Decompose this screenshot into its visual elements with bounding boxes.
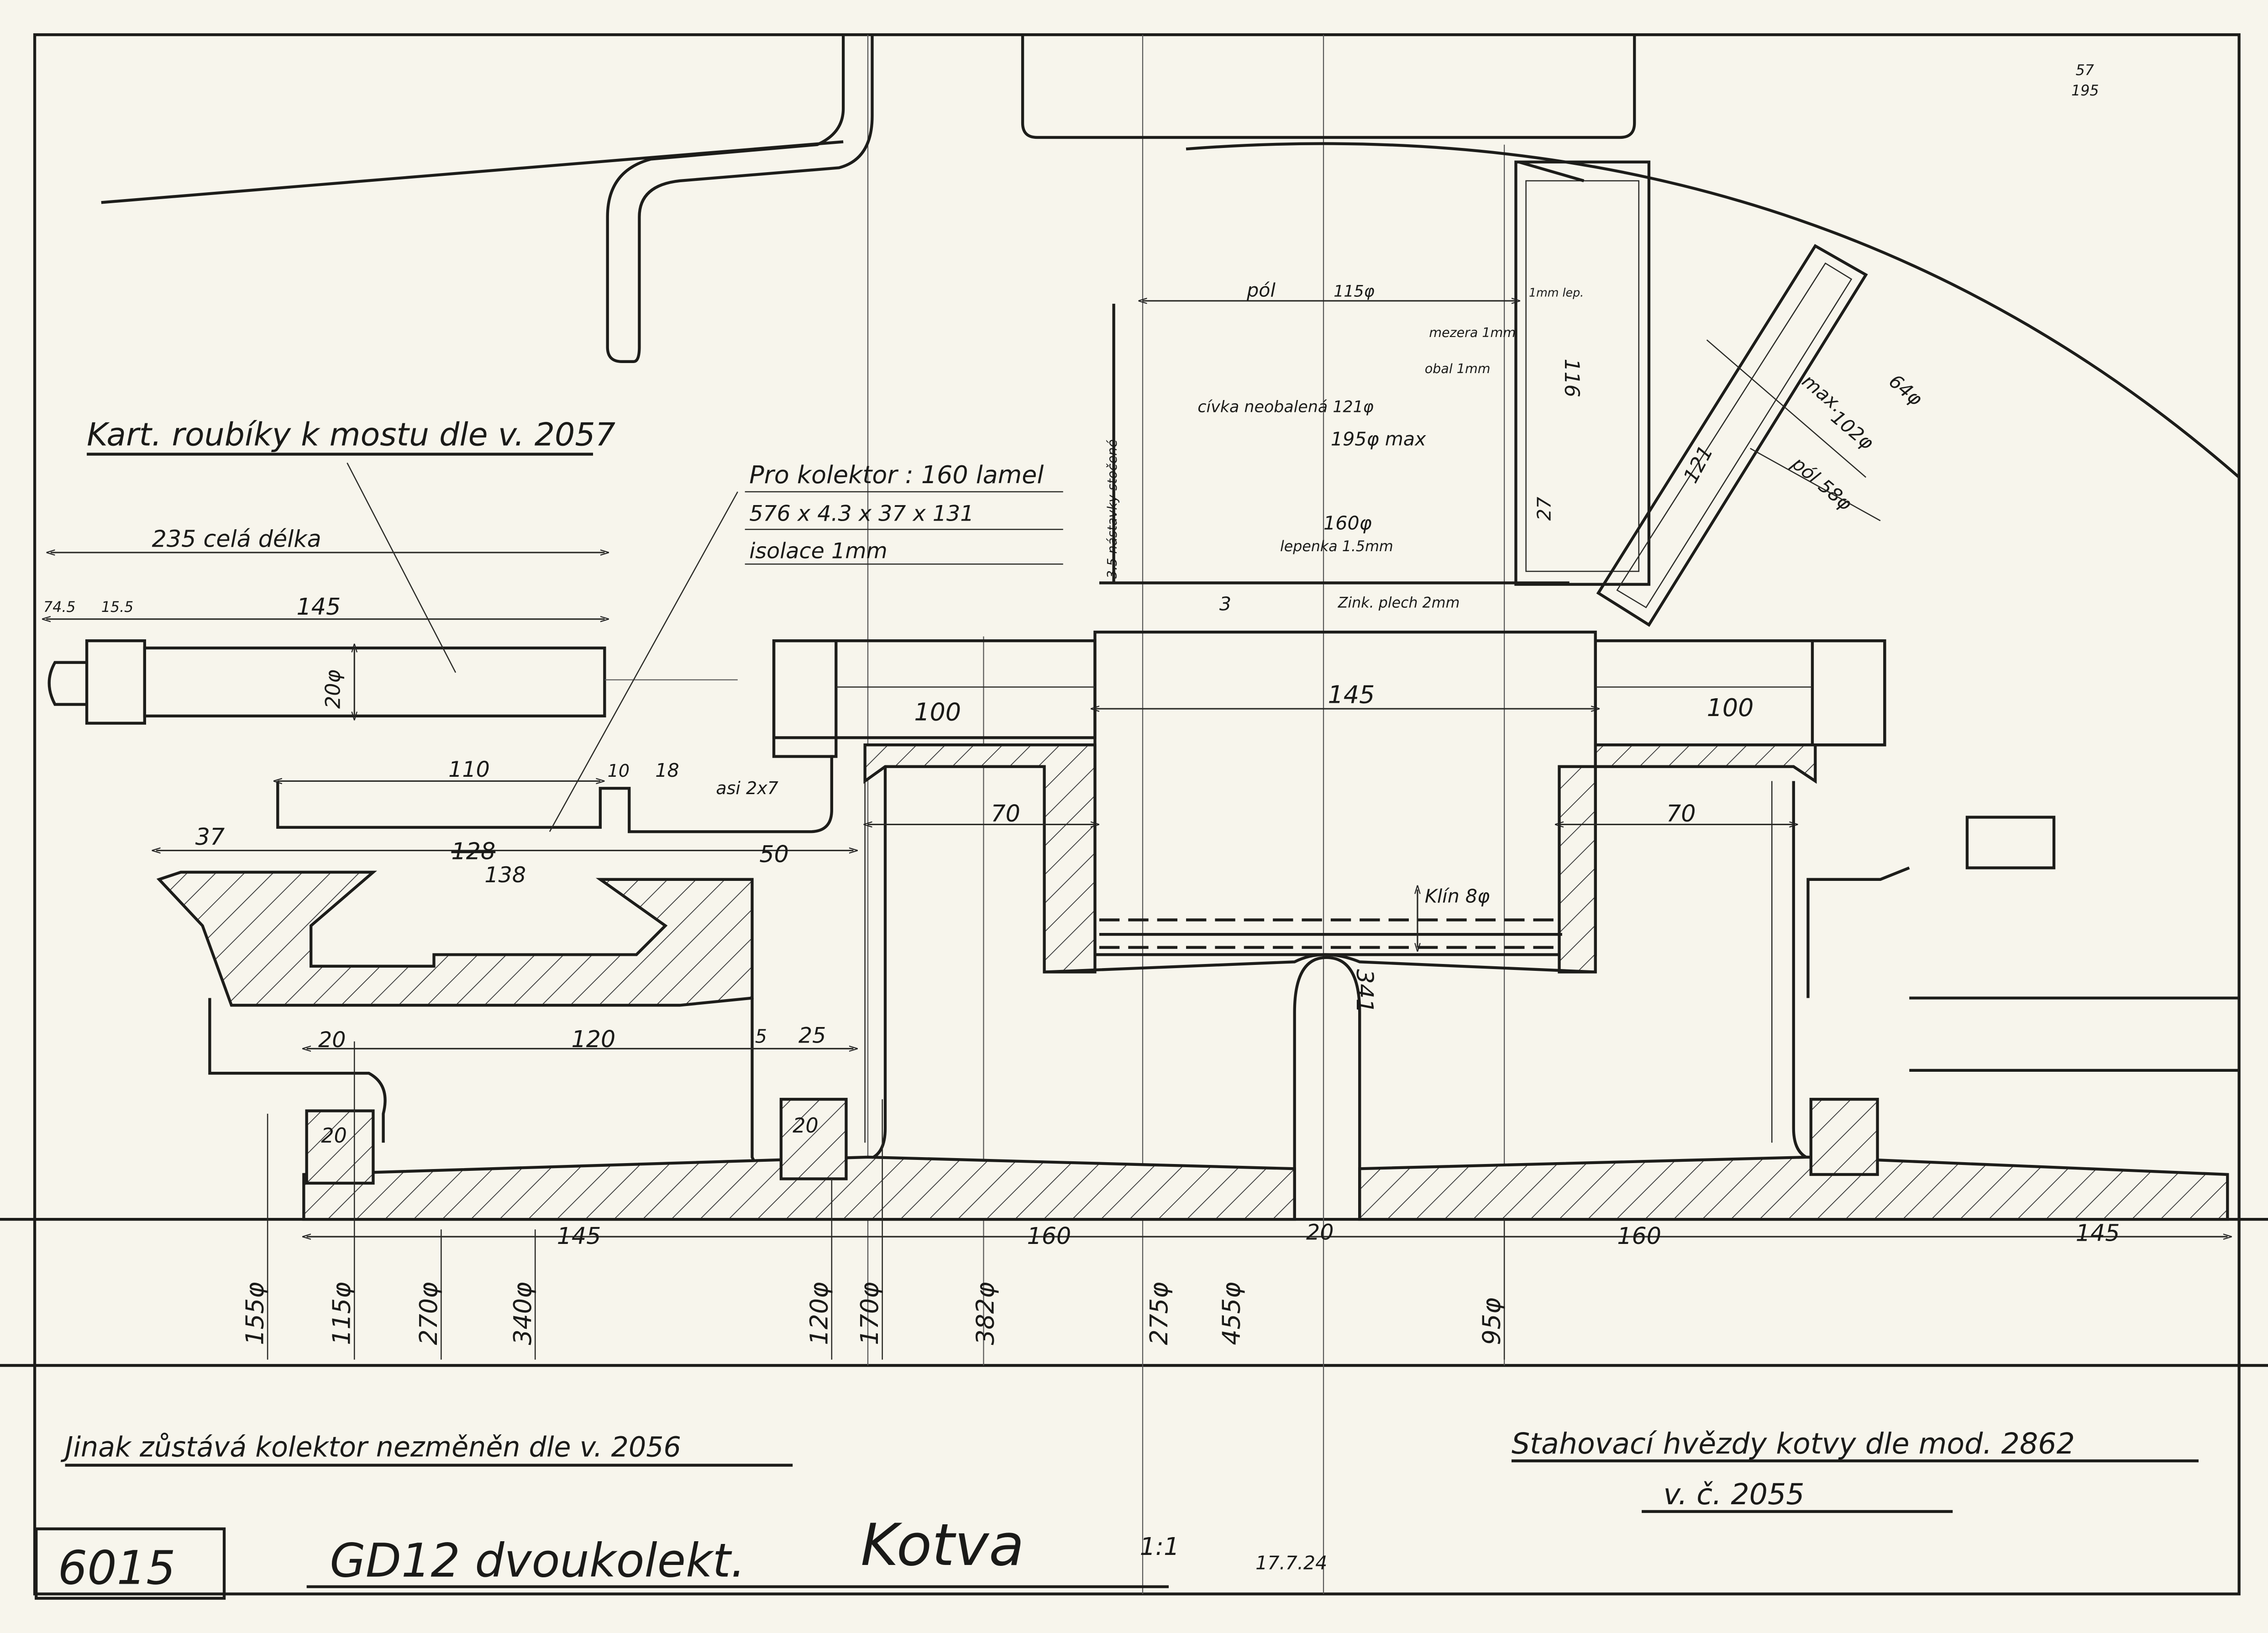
label-gap: mezera 1mm [1429, 325, 1516, 340]
label-zinc: Zink. plech 2mm [1338, 595, 1460, 611]
diameter-155: 155φ [241, 1282, 269, 1345]
axial-dim-4: 160 [1617, 1222, 1661, 1249]
label-64: 64φ [1885, 370, 1927, 410]
dim-slot: asi 2x7 [716, 778, 778, 798]
diameter-455: 455φ [1217, 1282, 1245, 1345]
collector-spec-3: isolace 1mm [749, 539, 887, 564]
label-102: 102φ [1827, 406, 1878, 454]
diameter-dims: 155φ 115φ 270φ 340φ 120φ 170φ 382φ 275φ … [241, 1041, 1506, 1360]
dim-10: 10 [608, 761, 630, 781]
dim-pin-shaft: 145 [297, 593, 341, 620]
label-pole-58: pól 58φ [1787, 452, 1856, 515]
dim-37: 37 [195, 823, 225, 850]
pole-coil [1099, 160, 1868, 627]
drawing-title: GD12 dvoukolekt. [330, 1533, 745, 1587]
stamp-341: 341 [1351, 969, 1378, 1013]
note-star: Stahovací hvězdy kotvy dle mod. 2862 [1512, 1427, 2075, 1460]
note-commutator-unchanged: Jinak zůstává kolektor nezměněn dle v. 2… [61, 1432, 681, 1464]
dim-138: 138 [484, 863, 526, 888]
label-pole: pól [1246, 279, 1276, 301]
housing-outline [101, 35, 2240, 479]
wedge-label: Klín 8φ [1425, 885, 1490, 907]
scale: 1:1 [1140, 1532, 1180, 1561]
part-name: Kotva [861, 1511, 1024, 1579]
diameter-120: 120φ [804, 1282, 833, 1345]
dim-pin-b: 15.5 [101, 599, 134, 616]
dim-core-145: 145 [1328, 680, 1375, 709]
label-121: 121 [1679, 442, 1718, 487]
dim-128-struck: 128 [452, 838, 496, 864]
note-pins: Kart. roubíky k mostu dle v. 2057 [87, 416, 615, 453]
label-extension: 3.5 nástavky stočené [1105, 439, 1120, 579]
pin-detail [46, 462, 738, 725]
axial-dim-5: 145 [2076, 1220, 2120, 1247]
diameter-382: 382φ [971, 1282, 1000, 1345]
label-coil: cívka neobalená 121φ [1197, 398, 1373, 416]
drawing-number-box [35, 1527, 226, 1600]
dim-18: 18 [655, 759, 679, 781]
dim-right-70: 70 [1666, 800, 1696, 827]
label-pole-dia: 115φ [1334, 282, 1374, 300]
collector-spec-1: Pro kolektor : 160 lamel [749, 460, 1044, 489]
dim-total-length: 235 celá délka [152, 525, 321, 552]
frame [0, 33, 2268, 1596]
diameter-95: 95φ [1477, 1298, 1506, 1345]
label-wrap: obal 1mm [1425, 361, 1491, 376]
dim-110: 110 [448, 757, 490, 782]
dim-25: 25 [798, 1023, 826, 1048]
shaft [302, 956, 2229, 1221]
diameter-270: 270φ [414, 1282, 443, 1345]
dim-square-1: 20 [321, 1124, 346, 1148]
axial-dim-3: 20 [1306, 1220, 1334, 1245]
margin-note-1: 57 [2076, 63, 2094, 79]
diameter-170: 170φ [855, 1282, 884, 1345]
label-board: lepenka 1.5mm [1280, 538, 1393, 555]
dim-gap-3: 3 [1219, 593, 1231, 615]
dim-left-70: 70 [991, 800, 1020, 827]
date: 17.7.24 [1255, 1552, 1327, 1574]
dim-left-100: 100 [914, 697, 961, 726]
drawing-number: 6015 [58, 1541, 176, 1595]
dim-square-2: 20 [793, 1114, 818, 1138]
diameter-275: 275φ [1144, 1282, 1173, 1345]
label-195-max: 195φ max [1331, 428, 1426, 450]
dim-right-100: 100 [1707, 693, 1754, 722]
dim-pin-dia: 20φ [322, 669, 345, 709]
dim-50: 50 [759, 841, 788, 868]
note-star-ref: v. č. 2055 [1664, 1477, 1805, 1511]
label-lep: 1mm lep. [1529, 285, 1584, 299]
dim-120: 120 [572, 1026, 616, 1053]
diameter-115: 115φ [327, 1282, 356, 1345]
dim-5: 5 [755, 1026, 767, 1048]
label-116: 116 [1560, 359, 1583, 398]
diameter-340: 340φ [508, 1282, 537, 1345]
dim-20-hub: 20 [318, 1027, 346, 1053]
dimension-lines [156, 301, 2227, 1237]
armature-section [772, 630, 1886, 1162]
dim-pin-a: 74.5 [43, 599, 76, 616]
label-27: 27 [1533, 497, 1555, 521]
axial-dim-2: 160 [1027, 1222, 1071, 1249]
label-160: 160φ [1323, 512, 1372, 534]
margin-note-2: 195 [2071, 83, 2099, 99]
axial-dim-1: 145 [557, 1222, 601, 1249]
collector-spec-2: 576 x 4.3 x 37 x 131 [749, 501, 974, 526]
